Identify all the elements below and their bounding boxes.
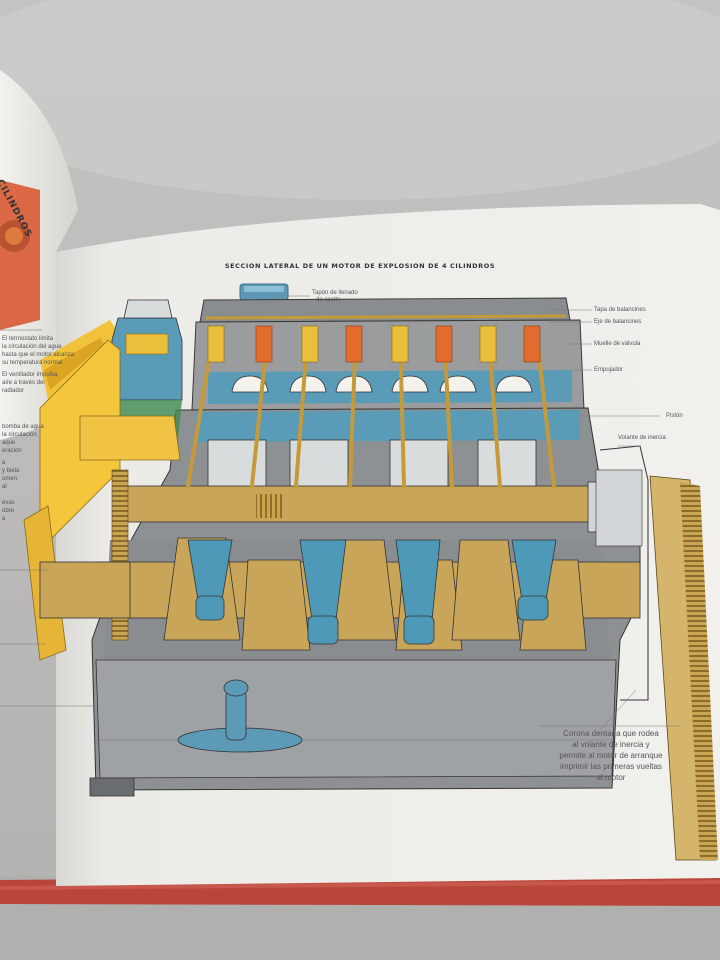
diagram-title: SECCION LATERAL DE UN MOTOR DE EXPLOSION… <box>224 262 496 270</box>
left-note-6: aire a través del <box>2 380 45 386</box>
left-note-16: evas <box>2 500 15 506</box>
left-note-13: y biela <box>2 468 20 474</box>
left-note-10: aque <box>2 440 16 446</box>
label-tapon-llenado: Tapón de llenado <box>312 290 358 296</box>
left-note-11: eración <box>2 448 22 454</box>
left-note-1: El termostato limita <box>2 336 54 342</box>
left-note-18: a <box>2 516 6 522</box>
left-note-12: a <box>2 460 6 466</box>
label-muelle-valvula: Muelle de válvula <box>594 341 641 347</box>
left-note-15: al <box>2 484 7 490</box>
label-tapa-balancines: Tapa de balancines <box>594 307 646 313</box>
left-note-5: El ventilador impulsa <box>2 372 58 378</box>
corona-line-4: imprimir las primeras vueltas <box>560 762 662 771</box>
leader-lines <box>0 295 680 731</box>
label-volante-inercia: Volante de inercia <box>618 435 666 441</box>
left-note-9: la circulación <box>2 432 37 438</box>
valve-springs <box>207 325 541 363</box>
left-note-3: hasta que el motor alcanza <box>2 352 75 358</box>
label-empujador: Empujador <box>594 367 624 373</box>
corona-line-5: al motor <box>596 773 626 782</box>
left-note-14: omen <box>2 476 18 482</box>
left-note-2: la circulación del agua <box>2 344 62 350</box>
label-piston: Pistón <box>666 413 683 419</box>
corona-line-1: Corona dentada que rodea <box>563 729 659 738</box>
left-note-17: obre <box>2 508 15 514</box>
label-eje-balancines: Eje de balancines <box>594 319 642 325</box>
corona-line-3: permite al motor de arranque <box>559 751 663 760</box>
corona-caption: Corona dentada que rodea al volante de i… <box>536 728 686 783</box>
left-note-7: radiador <box>2 388 25 394</box>
label-tapon-aceite: de aceite <box>316 297 341 303</box>
corona-line-2: al volante de inercia y <box>572 740 650 749</box>
left-note-8: bomba de agua <box>2 424 44 430</box>
engine-diagram <box>23 283 718 861</box>
left-note-4: su temperatura normal <box>2 360 63 366</box>
